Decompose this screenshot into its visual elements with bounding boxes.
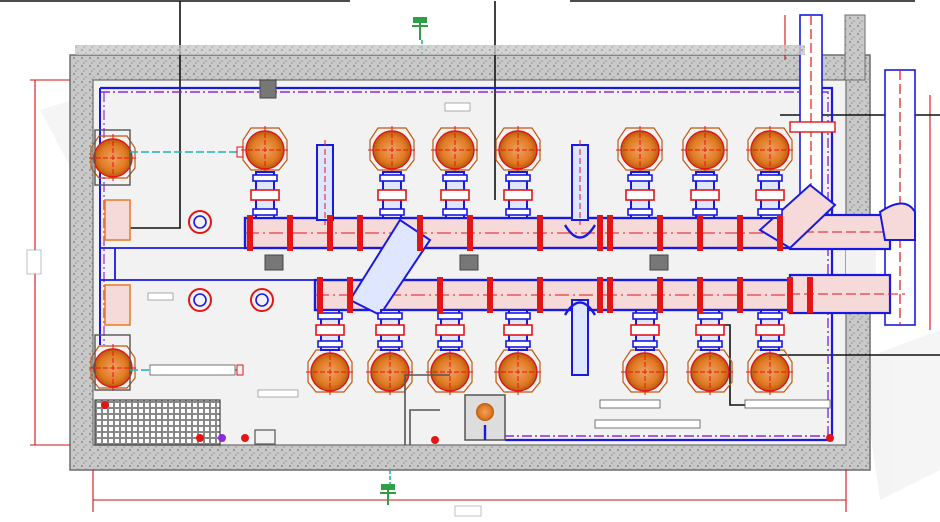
valve-flange: [755, 189, 785, 201]
gray-valves: [259, 79, 669, 271]
valve-flange: [377, 189, 407, 201]
flange: [597, 215, 603, 251]
pump-casing: [687, 349, 733, 393]
flange: [597, 277, 603, 313]
valve-flange: [440, 189, 470, 201]
valve-flange: [627, 208, 653, 216]
valve-flange: [627, 174, 653, 182]
valve-flange: [442, 174, 468, 182]
pump-casing: [369, 127, 415, 171]
flange: [657, 277, 663, 313]
valve-flange: [435, 324, 465, 336]
dimension-bottom-tag: [454, 505, 482, 517]
pump-casing: [747, 127, 793, 171]
valve-flange: [317, 340, 343, 348]
flange: [697, 277, 703, 313]
top-label-strip: [75, 45, 805, 55]
valve-flange: [757, 312, 783, 320]
lower-header: [313, 278, 817, 312]
valve-flange: [505, 174, 531, 182]
valve-flange: [757, 340, 783, 348]
flange: [467, 215, 473, 251]
flange: [807, 277, 813, 313]
valve-flange: [377, 340, 403, 348]
valve-flange: [757, 174, 783, 182]
valve-flange: [250, 189, 280, 201]
valve-flange: [437, 312, 463, 320]
flange: [347, 277, 353, 313]
valve-flange: [379, 174, 405, 182]
valve-flange: [757, 208, 783, 216]
flange: [737, 215, 743, 251]
upper-header: [243, 216, 792, 250]
pump-casing: [622, 349, 668, 393]
valve-flange: [692, 174, 718, 182]
pump-casing: [682, 127, 728, 171]
flange: [537, 277, 543, 313]
flange: [737, 277, 743, 313]
flange: [777, 215, 783, 251]
interconnect: [100, 247, 315, 281]
flange: [657, 215, 663, 251]
valve-flange: [442, 208, 468, 216]
flange: [607, 277, 613, 313]
flange: [697, 215, 703, 251]
valve-flange: [632, 312, 658, 320]
pump-casing: [427, 349, 473, 393]
valve-flange: [503, 324, 533, 336]
valve-flange: [755, 324, 785, 336]
pump-casing: [747, 349, 793, 393]
valve-flange: [377, 312, 403, 320]
flange: [317, 277, 323, 313]
valve-flange: [503, 189, 533, 201]
flange: [327, 215, 333, 251]
pump-casing: [617, 127, 663, 171]
valve-flange: [690, 189, 720, 201]
pump-casing: [495, 349, 541, 393]
flange: [537, 215, 543, 251]
bend: [563, 224, 597, 239]
valve-flange: [630, 324, 660, 336]
gauge-icon: [101, 210, 834, 444]
valve-flange: [437, 340, 463, 348]
valve-flange: [375, 324, 405, 336]
flange: [417, 215, 423, 251]
valve-flange: [625, 189, 655, 201]
valve-flange: [379, 208, 405, 216]
flange: [247, 215, 253, 251]
valve-flange: [692, 208, 718, 216]
equipment-layer: [89, 126, 813, 396]
valve-flange: [315, 324, 345, 336]
ring-pipe: [99, 86, 834, 442]
valve-flange: [252, 174, 278, 182]
valve-flange: [505, 312, 531, 320]
valve-flange: [317, 312, 343, 320]
valve-flange: [252, 208, 278, 216]
bend: [563, 301, 597, 316]
pump-casing: [367, 349, 413, 393]
valve-flange: [632, 340, 658, 348]
valve-flange: [697, 312, 723, 320]
pump-casing: [432, 127, 478, 171]
dimension-left-tag: [26, 249, 42, 275]
check-valve: [571, 299, 589, 376]
valve-flange: [505, 340, 531, 348]
drain-sump: [147, 102, 831, 445]
flange: [357, 215, 363, 251]
hydrant-icon-bottom: [380, 470, 396, 505]
leader-lines: [0, 0, 940, 406]
pump-casing: [495, 127, 541, 171]
flange: [287, 215, 293, 251]
flange: [437, 277, 443, 313]
valve-flange: [505, 208, 531, 216]
pump-casing: [307, 349, 353, 393]
left-equipment: [94, 129, 244, 446]
flange: [787, 277, 793, 313]
valve-flange: [697, 340, 723, 348]
flange: [607, 215, 613, 251]
flange: [487, 277, 493, 313]
valve-flange: [695, 324, 725, 336]
